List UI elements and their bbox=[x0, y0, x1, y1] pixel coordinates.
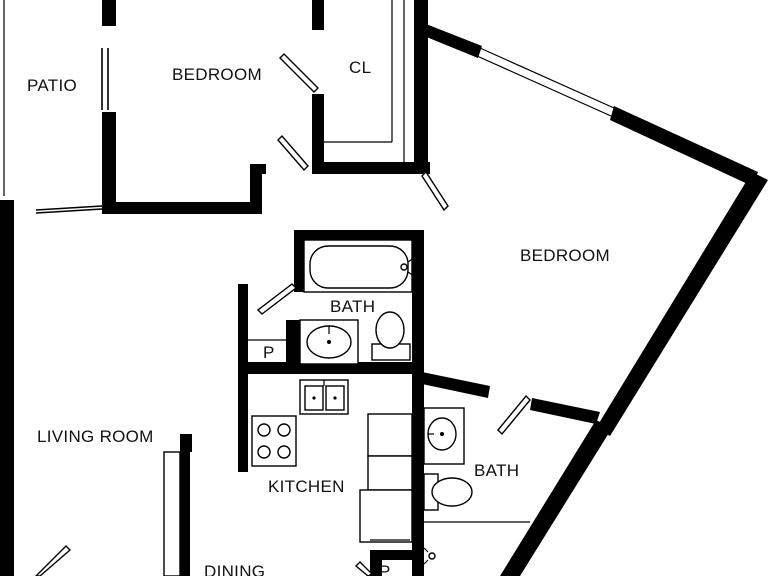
pantry1-wall-right-cap bbox=[286, 320, 300, 330]
bath1-wall-right bbox=[412, 230, 424, 576]
double-sink-icon bbox=[299, 379, 349, 415]
shower-spout-icon bbox=[423, 547, 436, 565]
label-living-room: LIVING ROOM bbox=[37, 427, 154, 446]
toilet-icon bbox=[423, 473, 473, 511]
closet-wall-right bbox=[414, 0, 428, 174]
label-bedroom-1: BEDROOM bbox=[172, 65, 262, 84]
pantry1-wall-right-stub bbox=[286, 320, 300, 370]
bath1-wall-top bbox=[294, 230, 424, 240]
bedroom2-window-line-2 bbox=[476, 55, 612, 117]
patio-threshold-line-1 bbox=[35, 205, 103, 211]
closet-wall-bottom bbox=[312, 162, 430, 174]
label-dining: DINING bbox=[204, 562, 265, 576]
label-patio: PATIO bbox=[27, 76, 77, 95]
bedroom2-wall-top-diagonal-right bbox=[610, 106, 758, 186]
door-swing-icon bbox=[35, 545, 72, 576]
bedroom2-window-line-1 bbox=[479, 47, 615, 109]
door-swing-icon bbox=[497, 394, 531, 436]
door-swing-icon bbox=[279, 53, 319, 93]
door-swing-icon bbox=[421, 170, 449, 212]
bath1-wall-left bbox=[294, 230, 304, 292]
bedroom1-wall-bottom bbox=[102, 202, 262, 214]
doors bbox=[35, 48, 531, 576]
exterior-wall-left bbox=[0, 200, 14, 576]
bedroom1-wall-right-cap bbox=[250, 164, 266, 174]
label-kitchen: KITCHEN bbox=[268, 477, 345, 496]
label-closet: CL bbox=[349, 58, 371, 77]
bedroom2-wall-top-diagonal-left bbox=[424, 24, 482, 58]
sink-icon bbox=[423, 407, 465, 465]
bedroom2-wall-right-diagonal bbox=[596, 172, 768, 436]
living-wall-stub-top bbox=[180, 434, 192, 452]
bathtub-icon bbox=[303, 239, 415, 293]
closet-wall-left-lower bbox=[312, 94, 324, 174]
sink-icon bbox=[299, 319, 359, 365]
room-labels: PATIO BEDROOM CL BEDROOM BATH P LIVING R… bbox=[27, 58, 610, 576]
label-pantry-1: P bbox=[263, 343, 275, 362]
kitchen-counter bbox=[359, 413, 413, 543]
door-swing-icon bbox=[277, 134, 309, 172]
label-pantry-2: P bbox=[379, 562, 391, 576]
label-bath-1: BATH bbox=[330, 297, 375, 316]
door-swing-icon bbox=[256, 283, 298, 315]
bedroom1-wall-top-stub bbox=[102, 0, 116, 26]
pantry2-wall-cap bbox=[370, 550, 412, 560]
pantry1-wall-left bbox=[238, 284, 248, 472]
patio-threshold-line-2 bbox=[35, 208, 103, 214]
label-bath-2: BATH bbox=[474, 461, 519, 480]
label-bedroom-2: BEDROOM bbox=[520, 246, 610, 265]
bath2-wall-top-left bbox=[422, 372, 490, 398]
closet-wall-top-stub bbox=[312, 0, 324, 30]
bath2-wall-top-right bbox=[530, 398, 600, 424]
door-swing-icon bbox=[354, 561, 374, 576]
toilet-icon bbox=[371, 311, 411, 361]
living-wall-stub bbox=[180, 448, 190, 576]
exterior-wall-bottom-diagonal bbox=[500, 420, 612, 576]
bedroom1-wall-right-stub bbox=[250, 164, 262, 214]
stove-icon bbox=[251, 415, 297, 467]
bedroom1-wall-left-lower bbox=[102, 112, 116, 214]
dining-half-wall bbox=[163, 451, 181, 576]
kitchen-wall-top bbox=[238, 362, 424, 374]
